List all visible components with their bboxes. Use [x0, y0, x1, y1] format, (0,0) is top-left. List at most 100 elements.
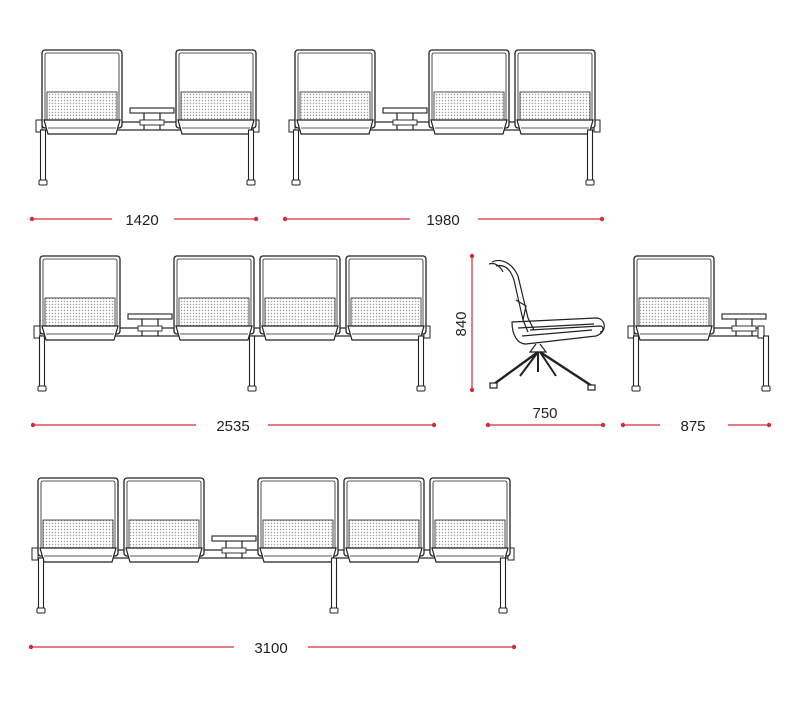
width-label-875: 875: [680, 418, 705, 435]
mesh-panel: [638, 297, 710, 327]
mesh-panel: [299, 91, 371, 121]
seat-cushion: [125, 547, 203, 563]
leg: [632, 335, 640, 391]
foot: [631, 385, 641, 392]
mesh-panel: [44, 297, 116, 327]
leg: [248, 335, 256, 391]
leg: [292, 129, 300, 185]
foot: [291, 179, 301, 186]
dimension-endpoint: [485, 422, 491, 428]
dimension-endpoint: [469, 253, 475, 259]
height-label-840: 840: [453, 311, 470, 336]
seat: [429, 477, 511, 563]
width-label-1420: 1420: [125, 212, 158, 229]
table-bracket: [392, 119, 418, 126]
beam-cap: [31, 547, 39, 561]
seat: [175, 49, 257, 135]
seat: [294, 49, 376, 135]
table-top: [127, 313, 173, 320]
seat: [514, 49, 596, 135]
seat-cushion: [296, 119, 374, 135]
mesh-panel: [262, 519, 334, 549]
table-bracket: [139, 119, 165, 126]
seat: [259, 255, 341, 341]
dimension-endpoint: [431, 422, 437, 428]
seat-cushion: [175, 325, 253, 341]
seat-cushion: [259, 547, 337, 563]
mesh-panel: [433, 91, 505, 121]
seat: [345, 255, 427, 341]
config-one-seat: [627, 255, 771, 392]
foot: [246, 179, 256, 186]
foot: [761, 385, 771, 392]
dimension-endpoint: [511, 644, 517, 650]
mesh-panel: [178, 297, 250, 327]
mesh-panel: [46, 91, 118, 121]
table-top: [211, 535, 257, 542]
leg: [499, 557, 507, 613]
config-four-seat: [33, 255, 431, 392]
dimension-endpoint: [469, 387, 475, 393]
width-label-1980: 1980: [426, 212, 459, 229]
dimension-endpoint: [600, 422, 606, 428]
seat: [37, 477, 119, 563]
seat-cushion: [347, 325, 425, 341]
dimension-endpoint: [766, 422, 772, 428]
seat-cushion: [41, 325, 119, 341]
seat-cushion: [430, 119, 508, 135]
table-bracket: [221, 547, 247, 554]
leg: [330, 557, 338, 613]
seat: [173, 255, 255, 341]
foot: [498, 607, 508, 614]
dimension-endpoint: [599, 216, 605, 222]
foot: [329, 607, 339, 614]
mesh-panel: [128, 519, 200, 549]
dimension-endpoint: [29, 216, 35, 222]
foot: [38, 179, 48, 186]
seat-cushion: [516, 119, 594, 135]
seat: [39, 255, 121, 341]
mesh-panel: [264, 297, 336, 327]
foot: [585, 179, 595, 186]
dimension-endpoint: [282, 216, 288, 222]
mesh-panel: [350, 297, 422, 327]
dimension-endpoint: [30, 422, 36, 428]
seat-cushion: [345, 547, 423, 563]
leg: [417, 335, 425, 391]
table-bracket: [137, 325, 163, 332]
width-label-3100: 3100: [254, 640, 287, 657]
seat: [257, 477, 339, 563]
foot: [36, 607, 46, 614]
foot: [247, 385, 257, 392]
leg: [762, 335, 770, 391]
seat-cushion: [39, 547, 117, 563]
seat-cushion: [635, 325, 713, 341]
seat: [123, 477, 205, 563]
width-label-750: 750: [532, 405, 557, 422]
dimension-endpoint: [253, 216, 259, 222]
seat: [633, 255, 715, 341]
seat-cushion: [43, 119, 121, 135]
seat: [343, 477, 425, 563]
leg: [586, 129, 594, 185]
mesh-panel: [42, 519, 114, 549]
foot: [416, 385, 426, 392]
seat-cushion: [261, 325, 339, 341]
config-two-seat: [35, 49, 260, 186]
leg: [37, 557, 45, 613]
dimension-annotations: [28, 216, 772, 650]
config-five-seat: [31, 477, 515, 614]
table-bracket: [731, 325, 757, 332]
seat: [41, 49, 123, 135]
side-profile-chair: [488, 259, 605, 391]
dimension-endpoint: [28, 644, 34, 650]
table-top: [382, 107, 428, 114]
leg: [39, 129, 47, 185]
mesh-panel: [434, 519, 506, 549]
mesh-panel: [180, 91, 252, 121]
mesh-panel: [348, 519, 420, 549]
seat-cushion: [177, 119, 255, 135]
seat: [428, 49, 510, 135]
